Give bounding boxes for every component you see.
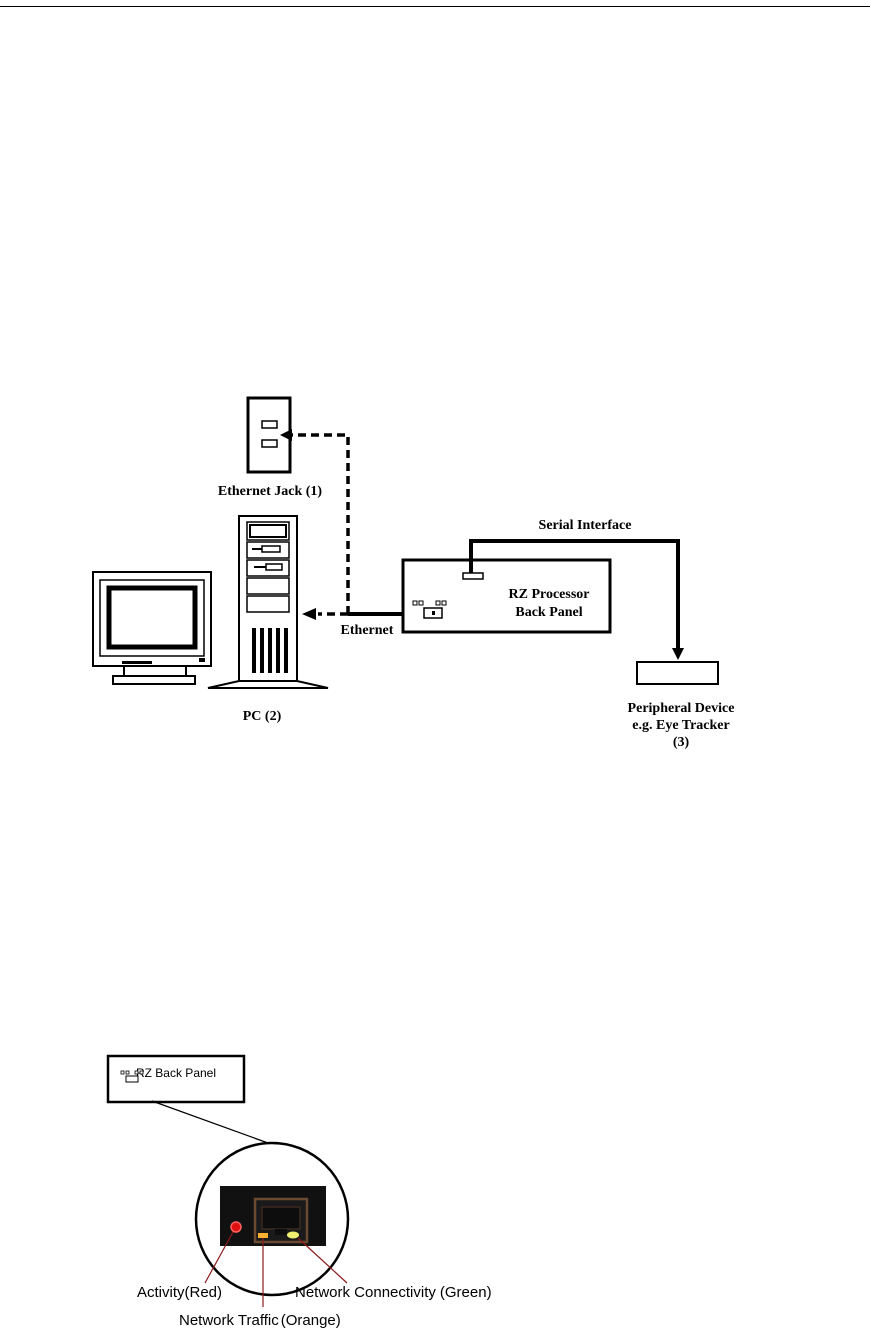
connectivity-color-text: (Green) [440, 1284, 492, 1301]
serial-cable-line [469, 539, 684, 660]
activity-color-text: (Red) [185, 1284, 223, 1301]
dashed-network-line [280, 429, 350, 620]
pc-label: PC (2) [243, 709, 282, 724]
rz-back-panel-label: RZ Back Panel [136, 1066, 216, 1080]
connectivity-leader-line [297, 1237, 348, 1284]
zoom-callout-line [151, 1100, 269, 1144]
pc-tower-icon [207, 515, 329, 689]
peripheral-label-line1: Peripheral Device [628, 701, 735, 716]
traffic-led-icon [258, 1233, 268, 1238]
ethernet-label: Ethernet [341, 623, 394, 638]
rz-processor-back-panel [401, 558, 612, 634]
connection-diagram: Ethernet Jack (1) [92, 396, 735, 750]
monitor-icon [92, 571, 212, 685]
peripheral-device-icon [636, 661, 719, 685]
traffic-label-text: Network Traffic [179, 1312, 279, 1329]
connectivity-label-text: Network Connectivity [295, 1284, 436, 1301]
page-top-rule [0, 6, 870, 7]
serial-interface-label: Serial Interface [539, 518, 632, 533]
connectivity-led-icon [287, 1231, 299, 1239]
activity-leader-line [204, 1231, 234, 1284]
ethernet-jack-icon [246, 396, 292, 474]
activity-label: Activity(Red) [137, 1284, 222, 1301]
peripheral-label-line2: e.g. Eye Tracker [632, 718, 729, 733]
activity-led-icon [230, 1221, 242, 1233]
processor-label-line2: Back Panel [515, 605, 582, 620]
activity-label-text: Activity [137, 1284, 185, 1301]
peripheral-label-line3: (3) [673, 735, 690, 750]
traffic-color-text: (Orange) [281, 1312, 341, 1329]
ethernet-jack-label: Ethernet Jack (1) [218, 484, 323, 499]
led-detail-diagram: RZ Back Panel Activity(Red) Network Conn… [106, 1054, 492, 1329]
back-panel-port-icon [120, 1070, 144, 1083]
processor-label-line1: RZ Processor [509, 587, 590, 602]
traffic-label: Network Traffic(Orange) [179, 1312, 341, 1329]
connectivity-label: Network Connectivity(Green) [295, 1284, 492, 1301]
